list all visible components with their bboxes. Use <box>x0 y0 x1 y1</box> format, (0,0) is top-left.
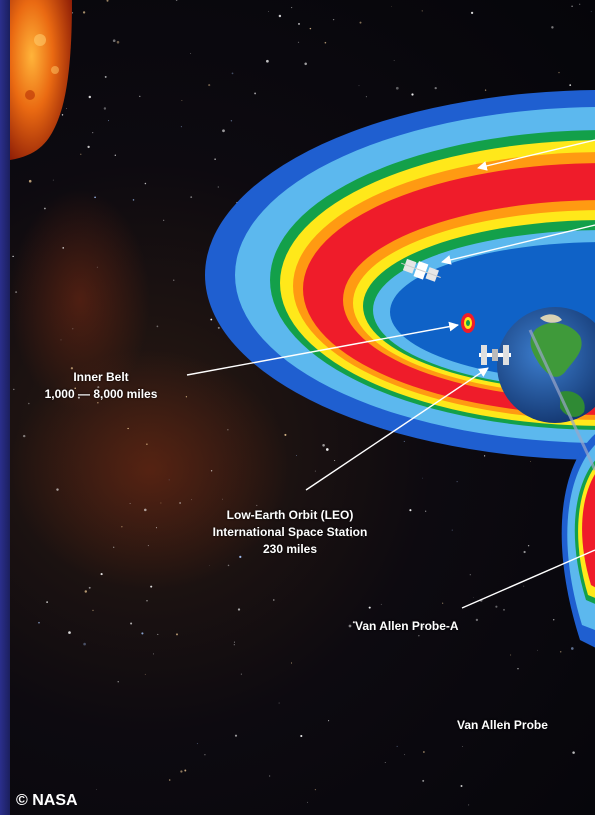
space-station-icon <box>479 345 511 365</box>
nebula-glow <box>10 190 150 410</box>
probe-b-label: Van Allen Probe <box>457 718 548 732</box>
arrow-probe-a <box>461 549 595 609</box>
arrow-inner-belt <box>186 321 459 376</box>
sun-icon <box>10 0 72 160</box>
probe-a-label: Van Allen Probe-A <box>355 619 459 633</box>
leo-line-3: 230 miles <box>262 542 318 556</box>
inner-belt-marker <box>461 313 475 333</box>
arrow-outer-belt <box>477 139 595 171</box>
satellite-icon <box>401 258 441 282</box>
leo-line-2: International Space Station <box>212 525 368 539</box>
nasa-credit: © NASA <box>16 792 78 809</box>
leo-label: Low-Earth Orbit (LEO) International Spac… <box>165 507 415 558</box>
inner-belt-range: 1,000 — 8,000 miles <box>44 387 158 401</box>
left-edge-strip <box>0 0 10 815</box>
annotation-arrows <box>186 139 595 609</box>
arrow-iss <box>305 367 489 491</box>
inner-belt-label: Inner Belt 1,000 — 8,000 miles <box>36 369 166 403</box>
lower-belt-lobe <box>561 434 595 648</box>
leo-line-1: Low-Earth Orbit (LEO) <box>226 508 354 522</box>
inner-belt-name: Inner Belt <box>73 370 129 384</box>
probe-trajectory-line <box>528 329 595 471</box>
earth-icon <box>497 307 595 423</box>
arrow-slot-probe <box>441 224 595 265</box>
